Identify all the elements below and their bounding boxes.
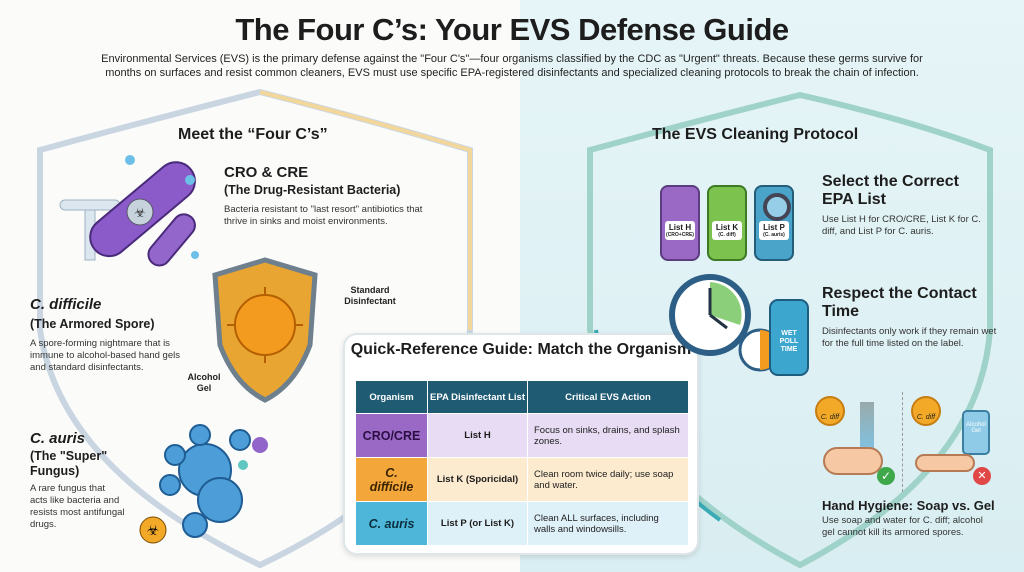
page-title: The Four C’s: Your EVS Defense Guide [235, 12, 789, 47]
table-header-row: Organism EPA Disinfectant List Critical … [355, 380, 689, 414]
bottle-list-k: List K (C. diff) [707, 185, 747, 261]
bottle-sublabel: (C. diff) [718, 232, 736, 238]
bacteria-illustration: ☣ [59, 155, 199, 267]
c-diff-subtitle: (The Armored Spore) [30, 317, 155, 331]
action-cell: Clean room twice daily; use soap and wat… [527, 457, 689, 502]
faucet-icon [860, 402, 874, 452]
step-2-title: Respect the Contact Time [822, 285, 977, 320]
svg-text:☣: ☣ [134, 205, 146, 220]
biohazard-badge: C. diff [815, 396, 845, 426]
cro-cre-name: CRO & CRE [224, 164, 309, 181]
standard-disinfectant-label: Standard Disinfectant [344, 285, 396, 306]
divider [902, 392, 903, 492]
header-action: Critical EVS Action [527, 380, 689, 414]
table-row: C. auris List P (or List K) Clean ALL su… [355, 501, 689, 546]
four-cs-heading: Meet the “Four C’s” [178, 126, 328, 143]
list-cell: List H [427, 413, 528, 458]
c-auris-desc: A rare fungus that acts like bacteria an… [30, 483, 125, 530]
x-icon: ✕ [973, 467, 991, 485]
c-diff-name: C. difficile [30, 296, 102, 313]
bottle-label: List K [715, 223, 739, 232]
svg-text:☣: ☣ [147, 522, 160, 538]
magnifier-icon [763, 193, 791, 221]
alcohol-gel-label: Alcohol Gel [187, 372, 221, 393]
biohazard-badge: C. diff [911, 396, 941, 426]
quick-reference-card: Quick-Reference Guide: Match the Organis… [343, 333, 699, 555]
header-epa-list: EPA Disinfectant List [427, 380, 528, 414]
hand-hygiene-illustration: C. diff ✓ C. diff Alcohol Gel ✕ [815, 392, 995, 492]
bottle-sublabel: (CRO+CRE) [666, 232, 694, 238]
bottle-label: List P [763, 223, 785, 232]
armored-spore-shield-illustration [212, 257, 318, 403]
c-auris-subtitle: (The "Super" Fungus) [30, 449, 108, 478]
disinfectant-bottles: List H (CRO+CRE) List K (C. diff) List P… [655, 165, 805, 265]
cro-cre-desc: Bacteria resistant to "last resort" anti… [224, 204, 423, 227]
organism-cell: C. difficile [355, 457, 428, 502]
action-cell: Focus on sinks, drains, and splash zones… [527, 413, 689, 458]
step-2-desc: Disinfectants only work if they remain w… [822, 326, 997, 349]
contact-time-illustration [669, 274, 809, 376]
c-diff-desc: A spore-forming nightmare that is immune… [30, 338, 180, 373]
open-hand-icon [915, 454, 975, 472]
spray-bottle-label: WET POLL TIME [779, 330, 799, 353]
step-1-title: Select the Correct EPA List [822, 173, 959, 208]
list-cell: List P (or List K) [427, 501, 528, 546]
quick-reference-title: Quick-Reference Guide: Match the Organis… [350, 341, 692, 358]
check-icon: ✓ [877, 467, 895, 485]
protocol-heading: The EVS Cleaning Protocol [652, 126, 859, 143]
cro-cre-subtitle: (The Drug-Resistant Bacteria) [224, 183, 401, 197]
washing-hands-icon [823, 447, 883, 475]
intro-text: Environmental Services (EVS) is the prim… [101, 53, 923, 79]
bottle-label: List H [668, 223, 692, 232]
alcohol-gel-bottle: Alcohol Gel [962, 410, 990, 455]
table-row: CRO/CRE List H Focus on sinks, drains, a… [355, 413, 689, 458]
organism-cell: CRO/CRE [355, 413, 428, 458]
table-row: C. difficile List K (Sporicidal) Clean r… [355, 457, 689, 502]
bottle-list-h: List H (CRO+CRE) [660, 185, 700, 261]
header-organism: Organism [355, 380, 428, 414]
action-cell: Clean ALL surfaces, including walls and … [527, 501, 689, 546]
step-1-desc: Use List H for CRO/CRE, List K for C. di… [822, 214, 981, 237]
bottle-sublabel: (C. auris) [763, 232, 785, 238]
step-3-desc: Use soap and water for C. diff; alcohol … [822, 515, 983, 538]
fungus-illustration: ☣ [139, 424, 268, 544]
step-3-title: Hand Hygiene: Soap vs. Gel [822, 498, 995, 513]
list-cell: List K (Sporicidal) [427, 457, 528, 502]
organism-cell: C. auris [355, 501, 428, 546]
quick-reference-table: Organism EPA Disinfectant List Critical … [355, 380, 689, 546]
c-auris-name: C. auris [30, 430, 86, 447]
